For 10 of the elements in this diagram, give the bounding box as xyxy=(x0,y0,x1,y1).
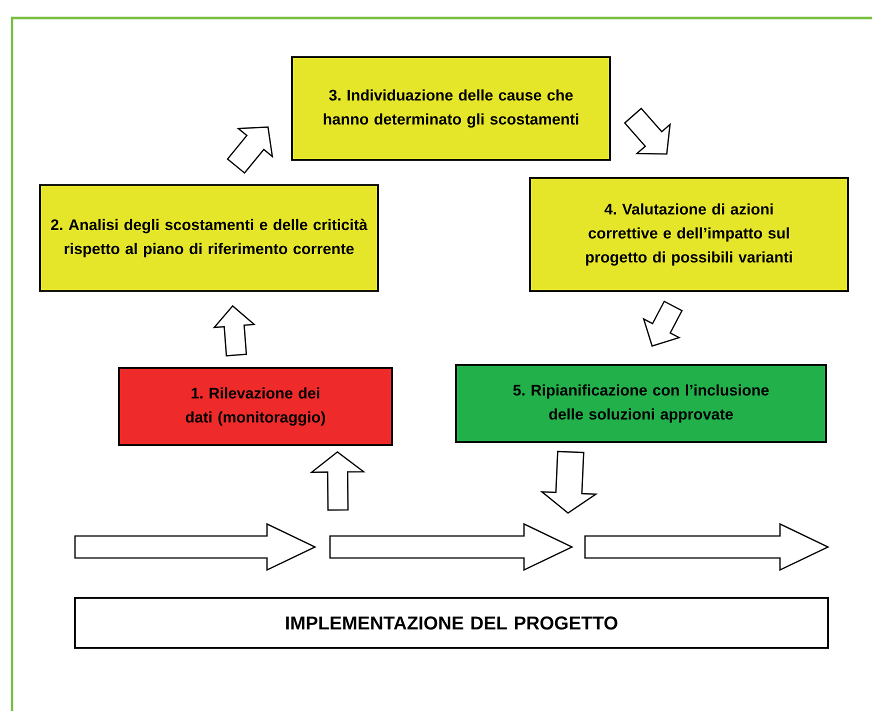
process-box: IMPLEMENTAZIONE DEL PROGETTO xyxy=(74,597,829,649)
block-arrow xyxy=(226,126,274,174)
process-box: 2. Analisi degli scostamenti e delle criticità rispetto al piano di riferimento corrente xyxy=(39,184,379,292)
process-box: 1. Rilevazione dei dati (monitoraggio) xyxy=(118,367,393,446)
block-arrow xyxy=(540,450,598,514)
block-arrow xyxy=(310,451,366,511)
block-arrow xyxy=(212,305,256,356)
process-box: 4. Valutazione di azioni correttive e dell’impatto sul progetto di possibili varianti xyxy=(529,177,849,292)
process-box: 3. Individuazione delle cause che hanno determinato gli scostamenti xyxy=(291,56,611,161)
process-box: 5. Ripianificazione con l’inclusione delle soluzioni approvate xyxy=(455,364,827,443)
